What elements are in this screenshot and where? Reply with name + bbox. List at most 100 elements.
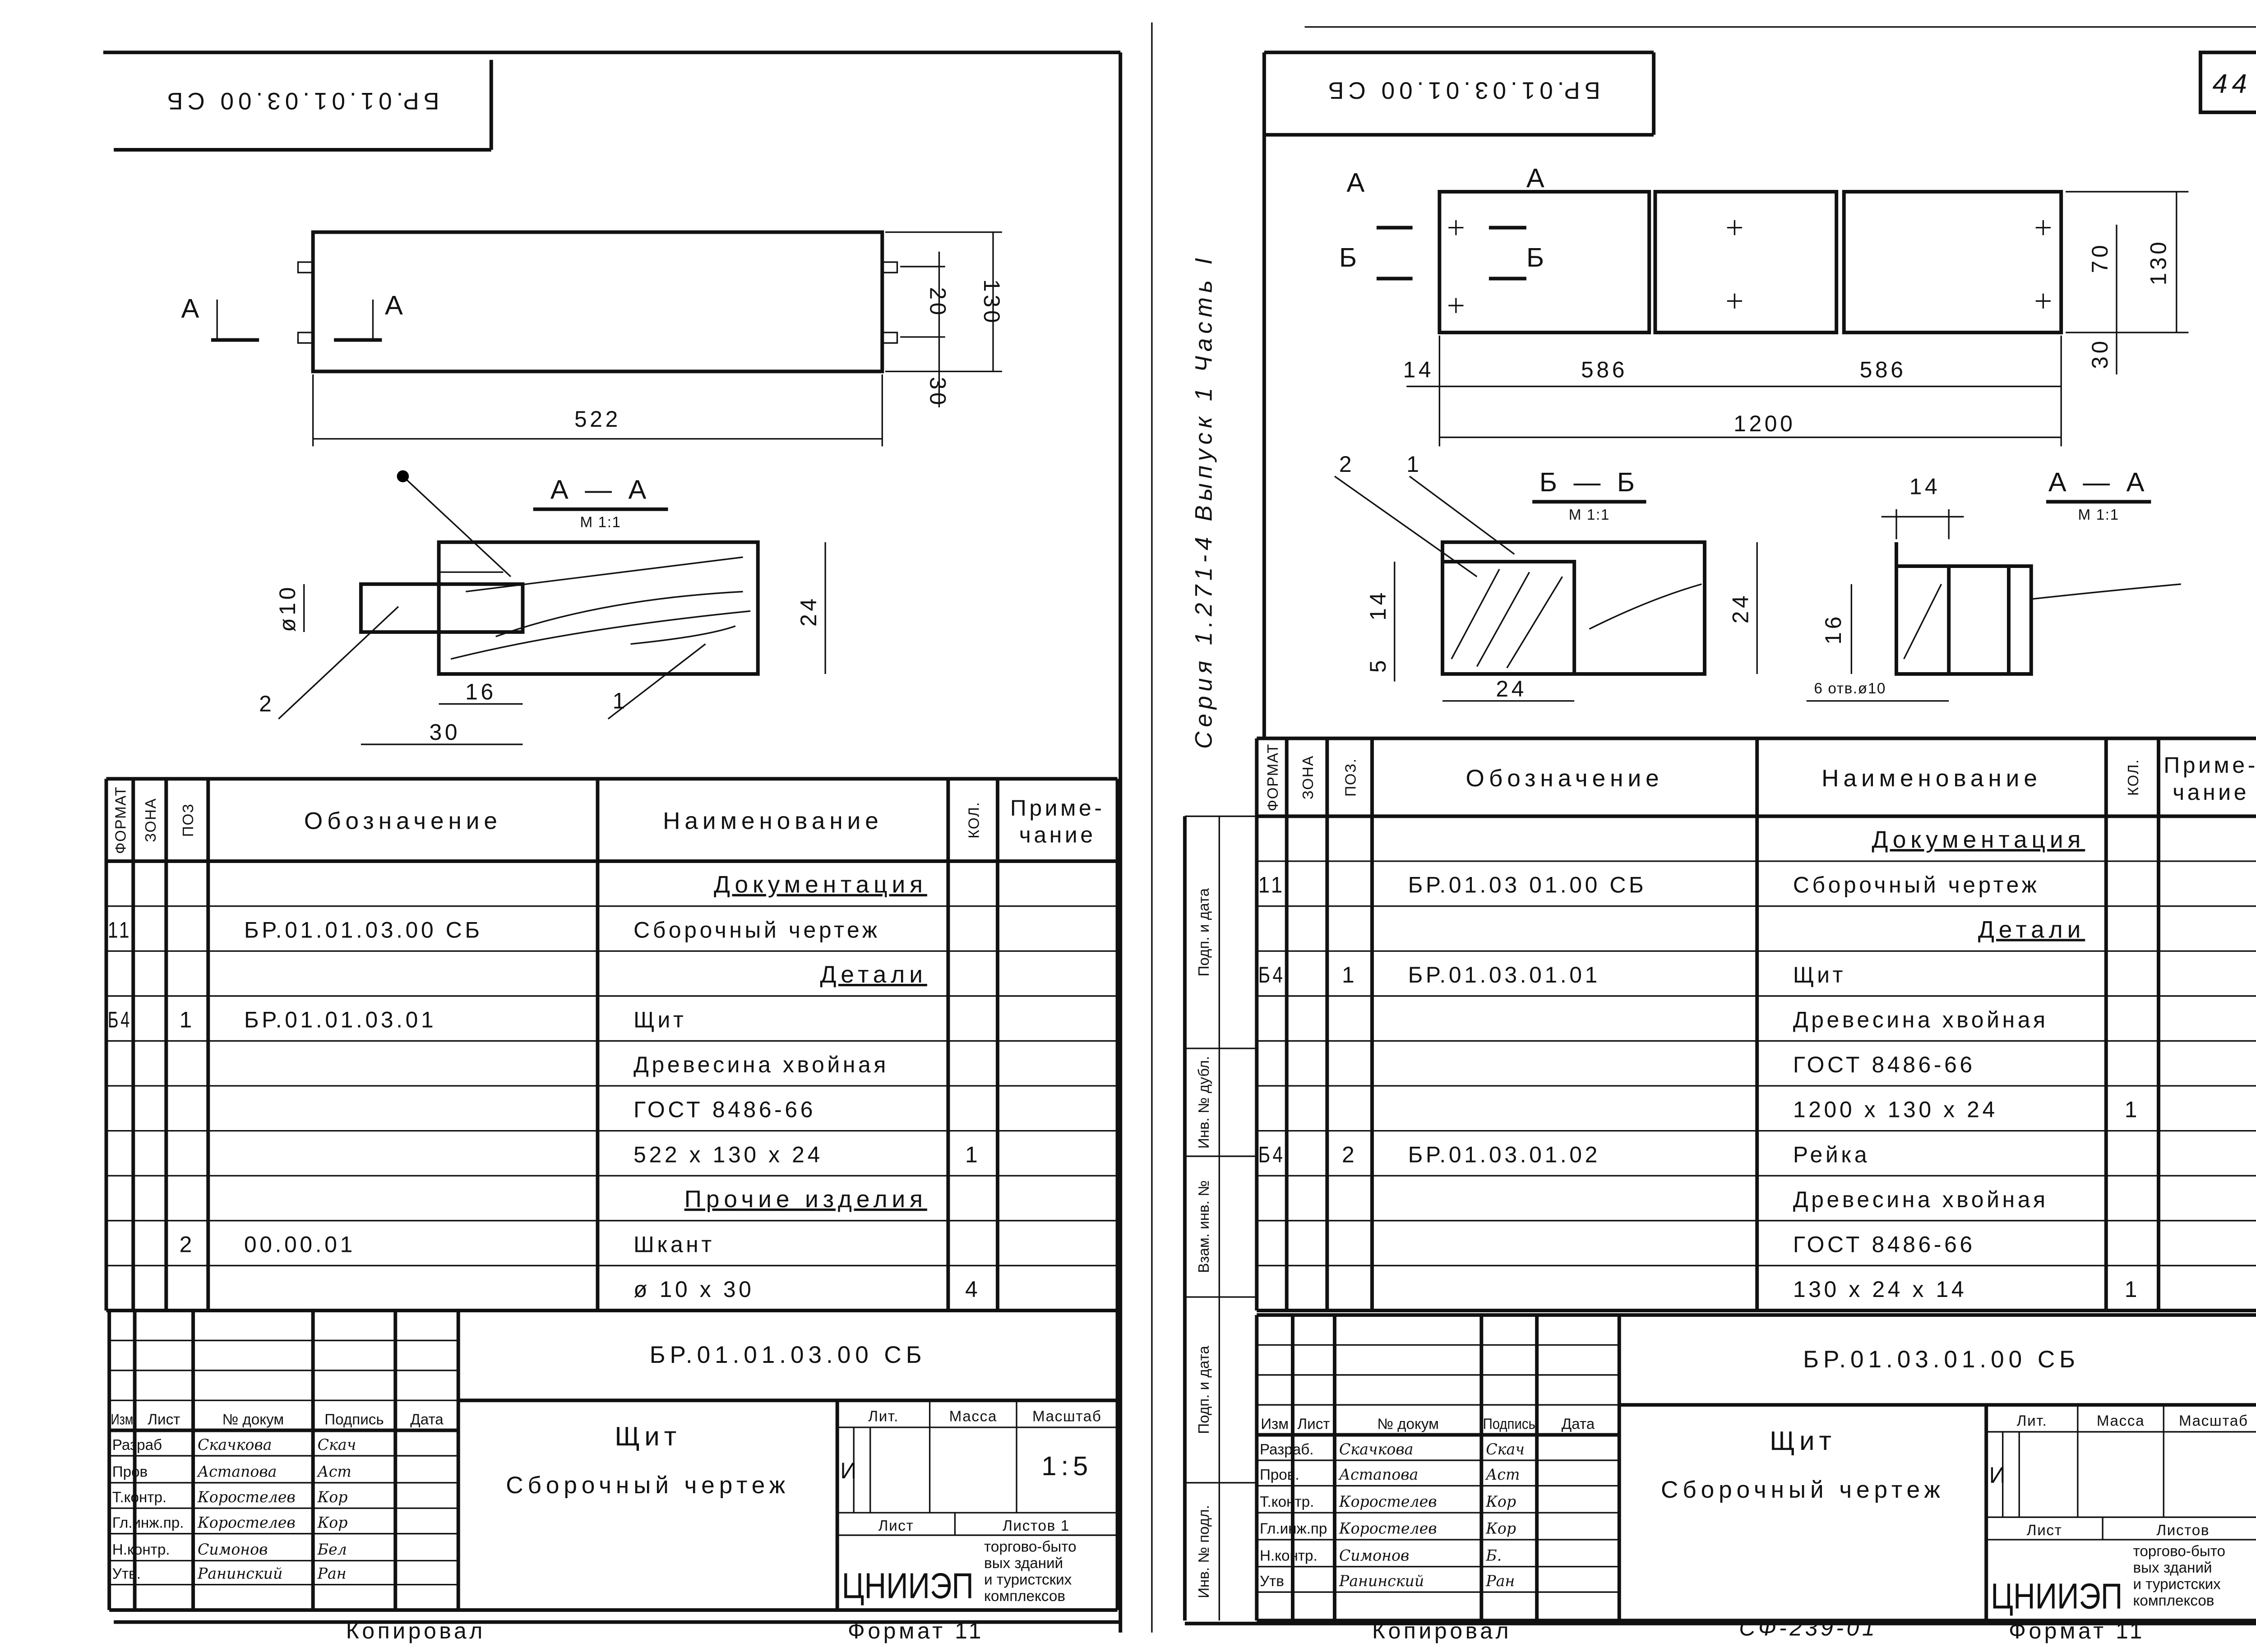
role-label: Разраб. <box>1260 1441 1313 1458</box>
header-zone: ЗОНА <box>1300 755 1317 799</box>
col-header: Лист <box>148 1411 180 1428</box>
header-name: Наименование <box>1821 765 2042 792</box>
table-row: Прочие изделия <box>684 1186 923 1213</box>
table-row: Древесина хвойная <box>1793 1187 2045 1212</box>
scale-value: 1:5 <box>1041 1451 1092 1481</box>
scale-label: Масштаб <box>2179 1413 2248 1430</box>
col-header: Подпись <box>324 1411 384 1428</box>
section-heading: Документация <box>714 872 927 898</box>
leader-line <box>1409 475 1515 555</box>
section-scale: М 1:1 <box>580 514 621 531</box>
person-name: Симонов <box>1339 1546 1409 1564</box>
dim-upper: 20 <box>925 287 951 318</box>
cell-designation: БР.01.03.01.01 <box>1408 962 1600 988</box>
holes-note: 6 отв.ø10 <box>1814 680 1886 697</box>
role-label: Пров <box>112 1464 148 1481</box>
dim-lower: 30 <box>925 377 951 408</box>
header-format: ФОРМАТ <box>1265 743 1281 811</box>
cell-name: Щит <box>633 1007 686 1033</box>
col-header: Лист <box>1297 1416 1330 1432</box>
cell-name: Шкант <box>633 1232 715 1257</box>
signature: Аст <box>317 1463 351 1481</box>
table-row: 4ø 10 x 30 <box>633 1277 980 1302</box>
mass-label: Масса <box>949 1408 997 1425</box>
role-label: Утв. <box>112 1565 141 1582</box>
section-heading: Документация <box>1872 826 2085 853</box>
signature: Кор <box>317 1488 348 1506</box>
marker-b: Б <box>1339 242 1361 272</box>
section-heading: Детали <box>1978 916 2085 943</box>
dowel-end <box>297 332 314 344</box>
sheets-label: Листов <box>2156 1522 2210 1539</box>
dim-thickness: 24 <box>796 595 821 627</box>
leader-2: 2 <box>1339 452 1355 477</box>
header-format: ФОРМАТ <box>113 786 129 854</box>
role-label: Т.контр. <box>1260 1494 1314 1510</box>
section-title: А — А <box>2048 467 2149 497</box>
title-name: Щит <box>615 1421 681 1451</box>
leader-line <box>1334 475 1478 577</box>
col-header: Подпись <box>1483 1416 1535 1432</box>
cell-format: 11 <box>108 917 132 942</box>
leader-line <box>607 643 706 720</box>
cell-format: Б4 <box>1258 962 1285 988</box>
lit-label: Лит. <box>868 1408 899 1425</box>
header-name: Наименование <box>663 808 883 835</box>
cell-name: Рейка <box>1793 1142 1870 1167</box>
col-header: № докум <box>222 1411 284 1428</box>
marker-b: Б <box>1526 242 1549 272</box>
dim-586: 586 <box>1860 357 1906 383</box>
section-title: Б — Б <box>1539 467 1639 497</box>
role-label: Гл.инж.пр <box>1260 1521 1327 1537</box>
cell-format: Б4 <box>108 1007 132 1033</box>
cell-name: Сборочный чертеж <box>1793 872 2040 898</box>
role-label: Н.контр. <box>1260 1547 1318 1564</box>
sheet-number: 44 <box>2212 69 2251 99</box>
header-qty: КОЛ. <box>2125 759 2142 796</box>
org-name: торгово-быто <box>984 1539 1077 1555</box>
org-name: торгово-быто <box>2133 1543 2226 1560</box>
marker-a: А <box>1526 163 1549 193</box>
cell-qty: 4 <box>965 1277 980 1302</box>
section-a-a: А — А М 1:1 14 16 6 отв.ø10 <box>1806 467 2181 702</box>
header-note: Приме- <box>2164 752 2256 778</box>
dim-16: 16 <box>465 679 496 704</box>
role-label: Разраб <box>112 1437 162 1454</box>
side-strip-label: Подп. и дата <box>1196 1346 1212 1434</box>
cell-name: 130 x 24 x 14 <box>1793 1277 1967 1302</box>
rail-section <box>1441 560 1576 676</box>
cell-name: Сборочный чертеж <box>633 917 880 942</box>
marker-a: А <box>1347 167 1369 198</box>
org-name: вых зданий <box>2133 1560 2212 1576</box>
series-label: Серия 1.271-4 Выпуск 1 Часть I <box>1191 254 1217 749</box>
mass-label: Масса <box>2097 1413 2145 1430</box>
side-strip-label: Взам. инв. № <box>1196 1180 1212 1273</box>
cell-pos: 1 <box>1342 962 1357 988</box>
sheet-label: Лист <box>2027 1522 2062 1539</box>
header-note: Приме- <box>1010 795 1105 821</box>
cell-name: Древесина хвойная <box>1793 1007 2048 1033</box>
section-marker: А <box>181 293 204 323</box>
cell-qty: 1 <box>965 1142 980 1167</box>
header-qty: КОЛ. <box>966 802 982 839</box>
person-name: Астапова <box>197 1463 277 1481</box>
front-view: А А 522 130 20 30 <box>181 230 1004 447</box>
dim-30: 30 <box>430 720 461 745</box>
role-label: Пров. <box>1260 1467 1299 1483</box>
header-designation: Обозначение <box>1466 765 1664 792</box>
signature: Аст <box>1485 1466 1520 1483</box>
role-label: Гл.инж.пр. <box>112 1514 184 1531</box>
table-row: Документация <box>1872 826 2085 853</box>
